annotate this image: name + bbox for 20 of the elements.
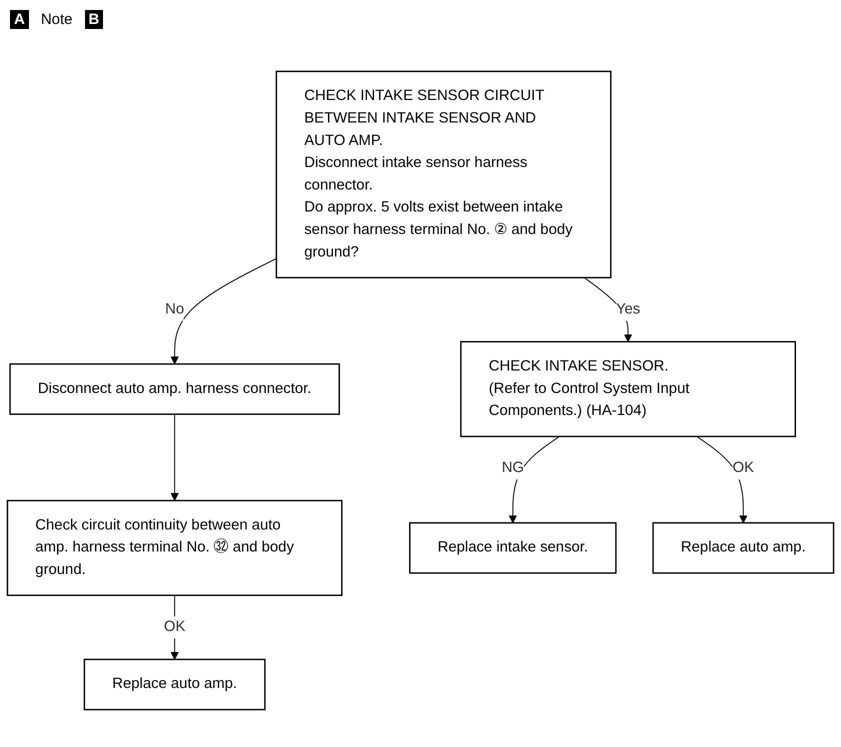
arrow <box>170 414 179 501</box>
arrow <box>696 436 748 524</box>
node-box: Replace auto amp. <box>652 522 834 574</box>
arrow <box>508 436 560 524</box>
edge-label: NG <box>502 460 524 476</box>
node-box: Replace intake sensor. <box>409 522 617 574</box>
edge-label: OK <box>732 460 754 476</box>
edge-label: Yes <box>616 301 640 318</box>
node-box: Check circuit continuity between auto amp. harness terminal No. ㉜ and body ground. <box>6 500 343 596</box>
section-marker: B <box>84 10 104 28</box>
node-box: CHECK INTAKE SENSOR CIRCUIT BETWEEN INTAKE SENSOR AND AUTO AMP. Disconnect intake sensor harness connector. Do approx. 5 volts exist between intake sensor harness terminal No. ② and body ground? <box>276 70 612 278</box>
node-box: Replace auto amp. <box>84 658 266 710</box>
arrow <box>170 258 277 364</box>
node-box: Disconnect auto amp. harness connector. <box>9 363 340 415</box>
edge-label: OK <box>164 619 186 635</box>
edge-label: No <box>165 301 184 318</box>
node-box: CHECK INTAKE SENSOR. (Refer to Control System Input Components.) (HA-104) <box>460 341 796 438</box>
arrow <box>170 594 179 660</box>
section-marker: A <box>10 10 29 28</box>
note-text: Note <box>40 10 73 28</box>
